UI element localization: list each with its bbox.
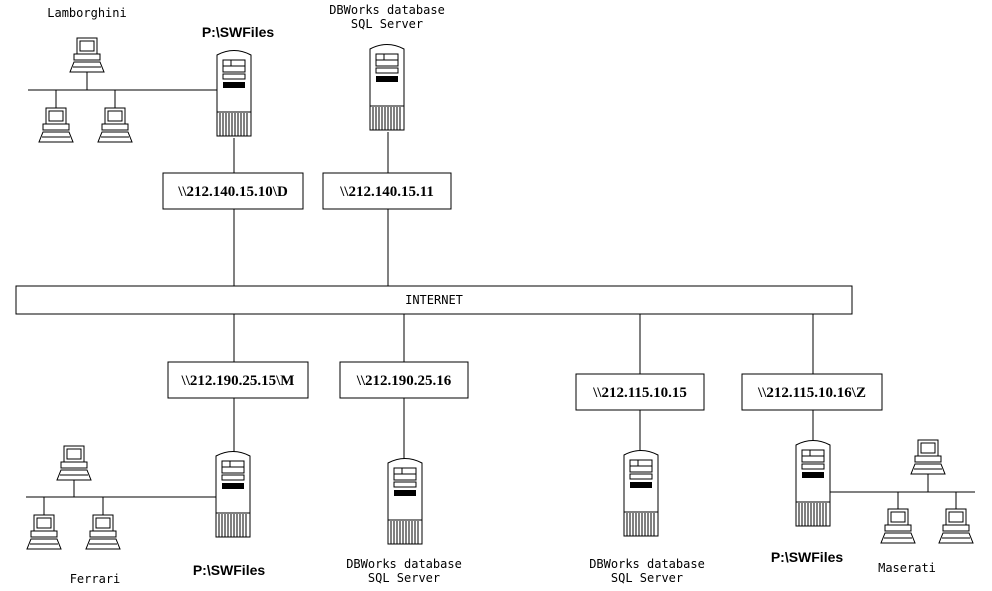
- site-name-lamborghini: Lamborghini: [47, 6, 126, 20]
- address-db-top: \\212.140.15.11: [339, 184, 434, 200]
- address-lamborghini: \\212.140.15.10\D: [177, 184, 288, 200]
- workstation-icon: [938, 508, 974, 544]
- site-name-maserati: Maserati: [878, 561, 936, 575]
- db-label-line1: DBWorks database: [346, 557, 462, 571]
- share-path-lamborghini: P:\SWFiles: [202, 24, 275, 40]
- db-server-icon: [387, 458, 423, 545]
- workstation-icon: [26, 514, 62, 550]
- workstation-icon: [38, 107, 74, 143]
- db-label-line2: SQL Server: [611, 571, 683, 585]
- db-server-top: DBWorks database SQL Server \\212.140.15…: [322, 3, 452, 286]
- db-label-line1: DBWorks database: [589, 557, 705, 571]
- site-lamborghini: Lamborghini P:\SWFiles \\212.140.15.10\D: [28, 6, 304, 286]
- internet-label: INTERNET: [405, 293, 463, 307]
- db-label-line2: SQL Server: [368, 571, 440, 585]
- address-db-bottom-left: \\212.190.25.16: [356, 373, 452, 389]
- share-path-maserati: P:\SWFiles: [771, 549, 844, 565]
- address-db-bottom-right: \\212.115.10.15: [592, 385, 687, 401]
- workstation-icon: [880, 508, 916, 544]
- file-server-icon: [795, 440, 831, 527]
- site-name-ferrari: Ferrari: [70, 572, 121, 586]
- db-server-icon: [623, 450, 659, 537]
- workstation-icon: [97, 107, 133, 143]
- workstation-icon: [56, 445, 92, 481]
- workstation-icon: [910, 439, 946, 475]
- db-label-line2: SQL Server: [351, 17, 423, 31]
- site-maserati: \\212.115.10.16\Z P:\SWFiles Maserati: [741, 314, 975, 575]
- address-maserati: \\212.115.10.16\Z: [757, 385, 866, 401]
- db-label-line1: DBWorks database: [329, 3, 445, 17]
- db-server-bottom-right: \\212.115.10.15 DBWorks database SQL Ser…: [575, 314, 705, 585]
- share-path-ferrari: P:\SWFiles: [193, 562, 266, 578]
- address-ferrari: \\212.190.25.15\M: [181, 373, 295, 389]
- workstation-icon: [85, 514, 121, 550]
- internet-bar: [15, 285, 853, 315]
- db-server-bottom-left: \\212.190.25.16 DBWorks database SQL Ser…: [339, 314, 469, 585]
- site-ferrari: \\212.190.25.15\M P:\SWFiles Ferrari: [26, 314, 309, 586]
- db-server-icon: [369, 44, 405, 131]
- file-server-icon: [216, 50, 252, 137]
- file-server-icon: [215, 451, 251, 538]
- workstation-icon: [69, 37, 105, 73]
